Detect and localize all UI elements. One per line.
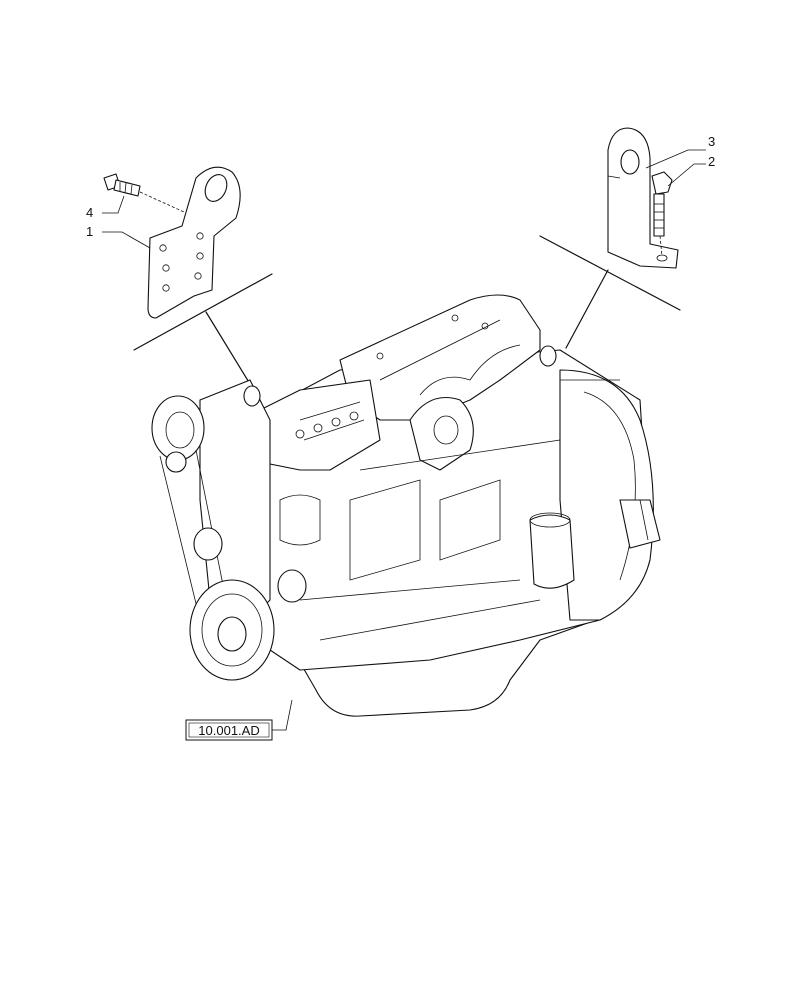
reference-label: 10.001.AD: [198, 723, 259, 738]
callout-3: 3: [708, 134, 715, 149]
callout-1: 1: [86, 224, 93, 239]
reference-box[interactable]: 10.001.AD: [185, 719, 273, 741]
lifting-bracket-left: [147, 166, 241, 319]
bolt-left: [103, 173, 185, 213]
lifting-bracket-right: [607, 127, 679, 269]
engine-assembly: [151, 294, 661, 717]
callout-2: 2: [708, 154, 715, 169]
callout-4: 4: [86, 205, 93, 220]
bolt-right: [651, 171, 673, 257]
